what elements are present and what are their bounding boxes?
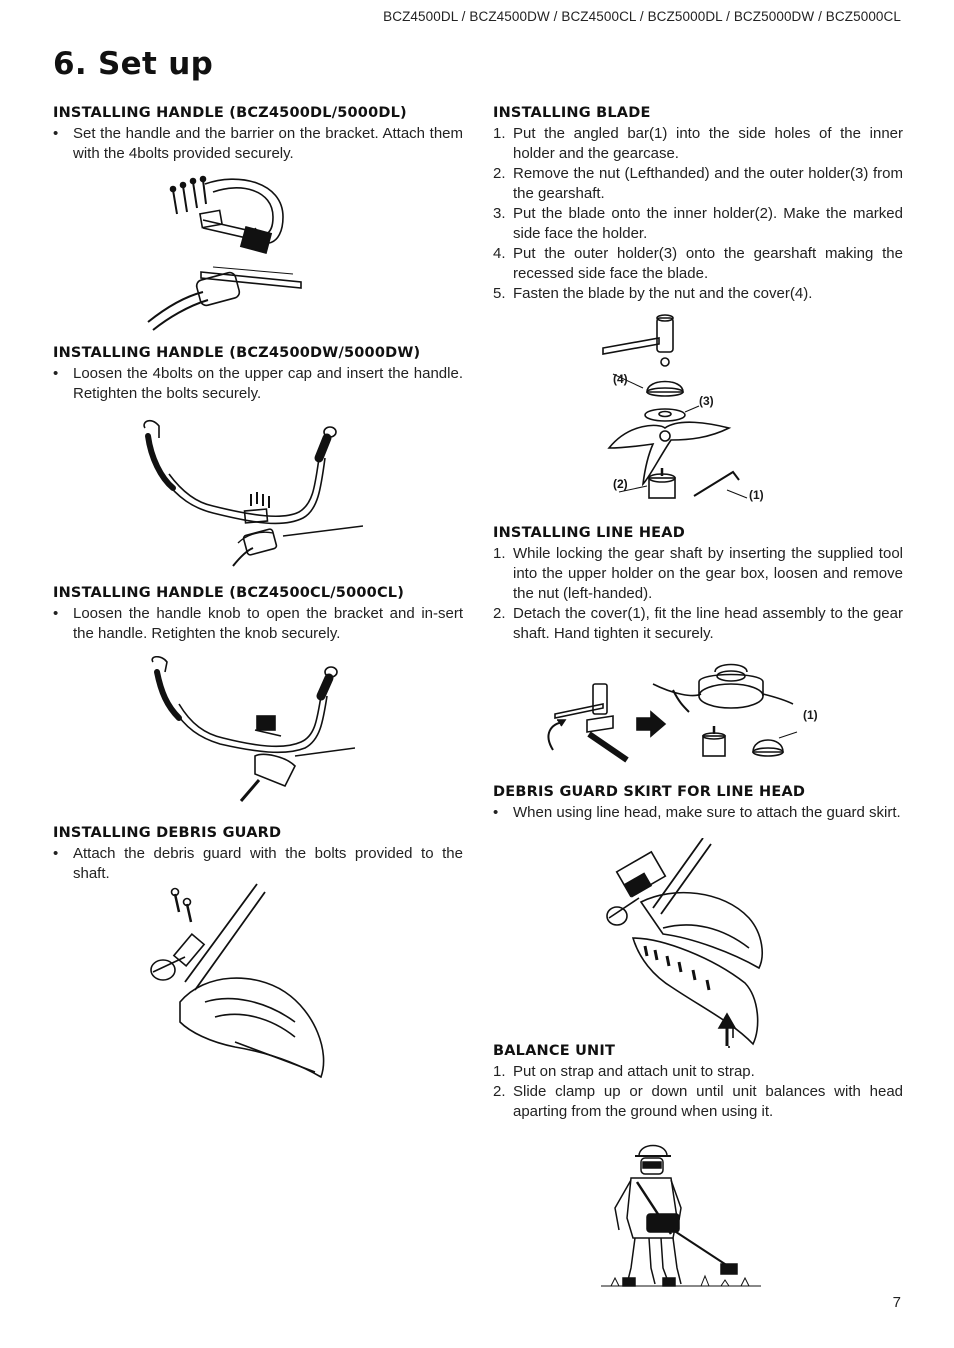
handle-dl-illustration bbox=[143, 172, 313, 332]
bullet-marker: • bbox=[53, 365, 59, 382]
section-handle-cl: INSTALLING HANDLE (BCZ4500CL/5000CL) • L… bbox=[53, 584, 463, 644]
list-number: 2. bbox=[493, 165, 506, 182]
section-blade: INSTALLING BLADE 1. Put the angled bar(1… bbox=[493, 104, 903, 304]
section-body: • Set the handle and the barrier on the … bbox=[53, 124, 463, 164]
list-item-text: When using line head, make sure to attac… bbox=[513, 804, 901, 821]
section-heading: INSTALLING BLADE bbox=[493, 105, 651, 121]
section-debris-guard: INSTALLING DEBRIS GUARD • Attach the deb… bbox=[53, 824, 463, 884]
list-item-text: Put on strap and attach unit to strap. bbox=[513, 1063, 755, 1080]
bullet-marker: • bbox=[53, 605, 59, 622]
handle-dw-illustration bbox=[133, 418, 363, 568]
section-heading: INSTALLING LINE HEAD bbox=[493, 525, 685, 541]
section-body: 1. Put the angled bar(1) into the side h… bbox=[493, 124, 903, 304]
list-item: • Loosen the 4bolts on the upper cap and… bbox=[53, 364, 463, 404]
list-item-text: Remove the nut (Lefthanded) and the oute… bbox=[513, 165, 903, 202]
list-item: • Set the handle and the barrier on the … bbox=[53, 124, 463, 164]
section-skirt: DEBRIS GUARD SKIRT FOR LINE HEAD • When … bbox=[493, 783, 903, 823]
section-balance: BALANCE UNIT 1. Put on strap and attach … bbox=[493, 1042, 903, 1122]
guard-skirt-illustration bbox=[603, 838, 773, 1048]
section-body: • When using line head, make sure to att… bbox=[493, 803, 903, 823]
list-item-text: Put the blade onto the inner holder(2). … bbox=[513, 205, 903, 242]
list-item: • Attach the debris guard with the bolts… bbox=[53, 844, 463, 884]
section-handle-dw: INSTALLING HANDLE (BCZ4500DW/5000DW) • L… bbox=[53, 344, 463, 404]
list-item: 1. While locking the gear shaft by inser… bbox=[493, 544, 903, 604]
blade-assembly-illustration: (2) bbox=[599, 308, 779, 508]
header-model-list: BCZ4500DL / BCZ4500DW / BCZ4500CL / BCZ5… bbox=[383, 9, 901, 24]
section-handle-dl: INSTALLING HANDLE (BCZ4500DL/5000DL) • S… bbox=[53, 104, 463, 164]
line-head-illustration bbox=[543, 654, 803, 764]
handle-cl-illustration bbox=[145, 656, 355, 806]
bullet-marker: • bbox=[53, 845, 59, 862]
list-number: 4. bbox=[493, 245, 506, 262]
section-heading: INSTALLING HANDLE (BCZ4500DW/5000DW) bbox=[53, 345, 421, 361]
section-heading: INSTALLING HANDLE (BCZ4500CL/5000CL) bbox=[53, 585, 405, 601]
list-number: 1. bbox=[493, 545, 506, 562]
list-item-text: Set the handle and the barrier on the br… bbox=[73, 125, 463, 162]
section-heading: BALANCE UNIT bbox=[493, 1043, 616, 1059]
list-item: 2. Slide clamp up or down until unit bal… bbox=[493, 1082, 903, 1122]
list-number: 2. bbox=[493, 605, 506, 622]
list-item: 4. Put the outer holder(3) onto the gear… bbox=[493, 244, 903, 284]
bullet-marker: • bbox=[53, 125, 59, 142]
section-body: 1. Put on strap and attach unit to strap… bbox=[493, 1062, 903, 1122]
list-item: 1. Put the angled bar(1) into the side h… bbox=[493, 124, 903, 164]
list-number: 2. bbox=[493, 1083, 506, 1100]
list-item: • Loosen the handle knob to open the bra… bbox=[53, 604, 463, 644]
blade-label-3: (3) bbox=[699, 394, 714, 408]
line-head-label-1: (1) bbox=[803, 708, 818, 722]
section-body: 1. While locking the gear shaft by inser… bbox=[493, 544, 903, 644]
list-number: 5. bbox=[493, 285, 506, 302]
list-item-text: While locking the gear shaft by insertin… bbox=[513, 545, 903, 602]
blade-label-2: (2) bbox=[613, 477, 628, 491]
list-number: 1. bbox=[493, 1063, 506, 1080]
list-number: 1. bbox=[493, 125, 506, 142]
section-body: • Loosen the handle knob to open the bra… bbox=[53, 604, 463, 644]
section-body: • Loosen the 4bolts on the upper cap and… bbox=[53, 364, 463, 404]
blade-label-1: (1) bbox=[749, 488, 764, 502]
list-item: 1. Put on strap and attach unit to strap… bbox=[493, 1062, 903, 1082]
list-item-text: Slide clamp up or down until unit balanc… bbox=[513, 1083, 903, 1120]
list-item-text: Loosen the handle knob to open the brack… bbox=[73, 605, 463, 642]
list-item-text: Put the angled bar(1) into the side hole… bbox=[513, 125, 903, 162]
section-heading: INSTALLING HANDLE (BCZ4500DL/5000DL) bbox=[53, 105, 407, 121]
list-item-text: Attach the debris guard with the bolts p… bbox=[73, 845, 463, 882]
list-item-text: Fasten the blade by the nut and the cove… bbox=[513, 285, 813, 302]
list-item-text: Detach the cover(1), fit the line head a… bbox=[513, 605, 903, 642]
page-number: 7 bbox=[892, 1294, 901, 1311]
operator-with-trimmer-illustration bbox=[601, 1138, 761, 1288]
section-heading: INSTALLING DEBRIS GUARD bbox=[53, 825, 282, 841]
list-item-text: Loosen the 4bolts on the upper cap and i… bbox=[73, 365, 463, 402]
list-item: 3. Put the blade onto the inner holder(2… bbox=[493, 204, 903, 244]
page-title: 6. Set up bbox=[53, 46, 214, 82]
list-item: • When using line head, make sure to att… bbox=[493, 803, 903, 823]
debris-guard-illustration bbox=[145, 882, 345, 1082]
list-item: 5. Fasten the blade by the nut and the c… bbox=[493, 284, 903, 304]
section-line-head: INSTALLING LINE HEAD 1. While locking th… bbox=[493, 524, 903, 644]
bullet-marker: • bbox=[493, 804, 499, 821]
list-item: 2. Detach the cover(1), fit the line hea… bbox=[493, 604, 903, 644]
section-body: • Attach the debris guard with the bolts… bbox=[53, 844, 463, 884]
list-number: 3. bbox=[493, 205, 506, 222]
list-item: 2. Remove the nut (Lefthanded) and the o… bbox=[493, 164, 903, 204]
list-item-text: Put the outer holder(3) onto the gearsha… bbox=[513, 245, 903, 282]
blade-label-4: (4) bbox=[613, 372, 628, 386]
section-heading: DEBRIS GUARD SKIRT FOR LINE HEAD bbox=[493, 784, 806, 800]
